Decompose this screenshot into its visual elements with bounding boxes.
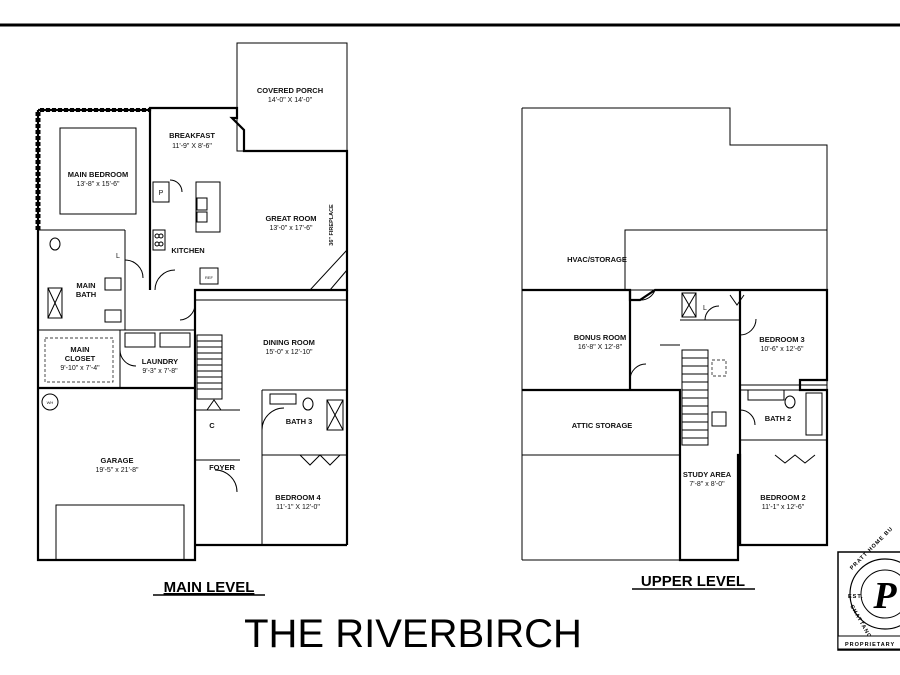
refrigerator-label: REF xyxy=(205,275,214,280)
bath2-label: BATH 2 xyxy=(765,414,792,423)
attic-storage-label: ATTIC STORAGE xyxy=(572,421,633,430)
builder-logo: P PRATT HOME BU CHATTANOOG EST. PROPRIET… xyxy=(837,526,900,651)
main-level-plan xyxy=(35,42,349,562)
dining-room-dim: 15'-0" x 12'-10" xyxy=(266,349,313,356)
upper-linen-label: L xyxy=(703,305,707,312)
upper-level-heading: UPPER LEVEL xyxy=(641,573,745,590)
bath3-label: BATH 3 xyxy=(286,417,313,426)
bedroom2-label: BEDROOM 2 xyxy=(760,493,805,502)
logo-banner: PROPRIETARY xyxy=(845,642,895,648)
study-area-dim: 7'-8" x 8'-0" xyxy=(689,481,725,488)
dining-room-label: DINING ROOM xyxy=(263,338,315,347)
upper-level-plan xyxy=(521,107,829,562)
pantry-label: P xyxy=(159,190,164,197)
upper-stairs xyxy=(681,349,709,446)
main-bath-label-1: MAIN xyxy=(76,281,95,290)
garage-label: GARAGE xyxy=(101,456,134,465)
great-room-dim: 13'-0" x 17'-6" xyxy=(269,225,313,232)
covered-porch-label: COVERED PORCH xyxy=(257,86,323,95)
main-bedroom-label: MAIN BEDROOM xyxy=(68,170,128,179)
coat-closet-label: C xyxy=(209,421,215,430)
fireplace-label: 36" FIREPLACE xyxy=(329,204,335,246)
logo-letter: P xyxy=(872,575,897,617)
linen-label: L xyxy=(116,253,120,260)
bonus-room-dim: 16'-8" X 12'-8" xyxy=(578,344,623,351)
breakfast-label: BREAKFAST xyxy=(169,131,215,140)
bedroom3-label: BEDROOM 3 xyxy=(759,335,804,344)
main-stairs xyxy=(196,334,223,400)
upper-level-exterior-wall xyxy=(522,288,829,562)
plan-title: THE RIVERBIRCH xyxy=(244,612,582,656)
water-heater-label: WH xyxy=(47,400,54,405)
garage-dim: 19'-5" x 21'-8" xyxy=(95,467,139,474)
hvac-label: HVAC/STORAGE xyxy=(567,255,627,264)
main-level-exterior-wall xyxy=(36,106,349,562)
main-level-heading: MAIN LEVEL xyxy=(164,579,255,596)
main-bedroom-dim: 13'-8" x 15'-6" xyxy=(76,181,120,188)
laundry-dim: 9'-3" x 7'-8" xyxy=(142,368,178,375)
study-area-label: STUDY AREA xyxy=(683,470,732,479)
bedroom2-dim: 11'-1" x 12'-6" xyxy=(762,504,805,511)
main-closet-label-2: CLOSET xyxy=(65,354,96,363)
breakfast-dim: 11'-9" X 8'-6" xyxy=(172,143,212,150)
main-closet-label-1: MAIN xyxy=(70,345,89,354)
bedroom4-label: BEDROOM 4 xyxy=(275,493,321,502)
foyer-label: FOYER xyxy=(209,463,235,472)
main-closet-dim: 9'-10" x 7'-4" xyxy=(60,365,100,372)
bedroom4-dim: 11'-1" X 12'-0" xyxy=(276,504,320,511)
kitchen-label: KITCHEN xyxy=(171,246,204,255)
bonus-room-label: BONUS ROOM xyxy=(574,333,627,342)
laundry-label: LAUNDRY xyxy=(142,357,178,366)
main-bath-label-2: BATH xyxy=(76,290,96,299)
great-room-label: GREAT ROOM xyxy=(265,214,316,223)
logo-est: EST. xyxy=(848,594,864,600)
bedroom3-dim: 10'-6" x 12'-6" xyxy=(760,346,804,353)
covered-porch-dim: 14'-0" X 14'-0" xyxy=(268,97,313,104)
